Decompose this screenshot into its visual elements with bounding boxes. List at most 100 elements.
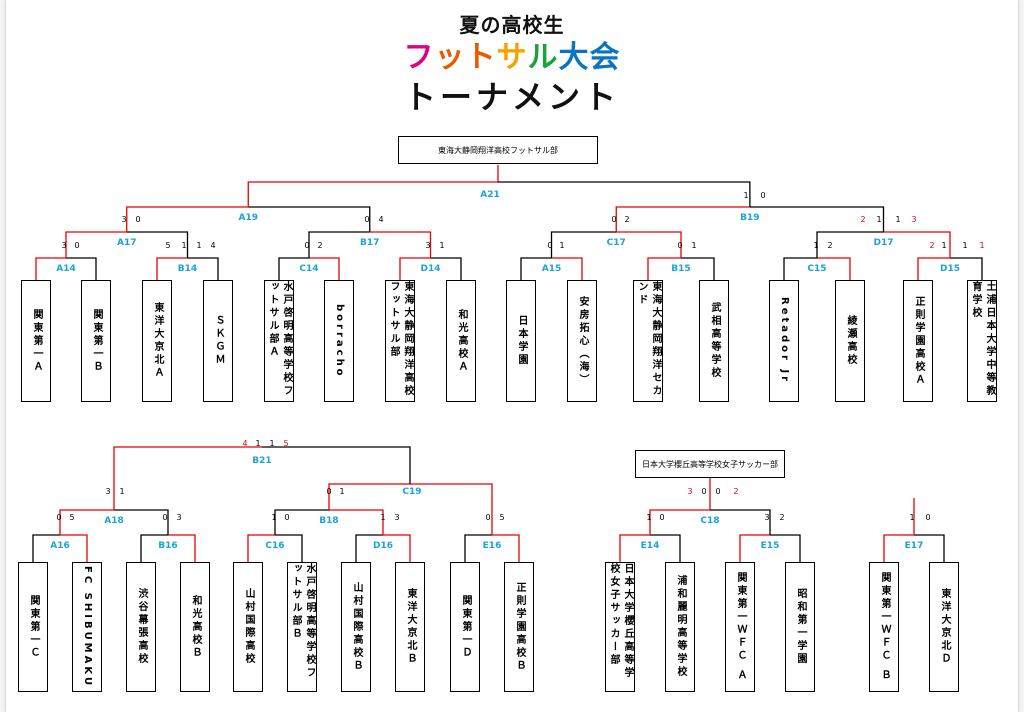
match-label: A14	[56, 264, 76, 274]
score: 1	[439, 241, 444, 250]
score: 1	[962, 241, 967, 250]
score: 0	[56, 513, 61, 522]
match-label: E17	[905, 541, 924, 551]
score: 1	[255, 439, 260, 448]
team-name: 土浦日本大学中等教育学校	[970, 281, 995, 398]
score: 2	[317, 241, 322, 250]
score: 1	[743, 191, 748, 200]
score: 1	[339, 487, 344, 496]
score: 2	[827, 241, 832, 250]
bracket-line	[710, 509, 771, 535]
match-label: C16	[265, 541, 284, 551]
score: 1	[895, 215, 900, 224]
bracket-line	[681, 257, 715, 280]
bracket-line	[883, 534, 914, 562]
team-name: 正則学園高校Ｂ	[514, 581, 525, 673]
score: 1	[559, 241, 564, 250]
score: 0	[701, 487, 706, 496]
bracket-line	[520, 257, 552, 280]
title-char: ッ	[434, 40, 466, 75]
match-label: B14	[178, 264, 197, 274]
score: 1	[813, 241, 818, 250]
bracket-line	[647, 257, 681, 280]
bracket-line	[278, 257, 309, 280]
score: 4	[210, 241, 215, 250]
bracket-line	[156, 257, 188, 280]
score: 3	[425, 241, 430, 250]
team-box: 山村国際高校Ｂ	[341, 562, 371, 692]
bracket-line	[140, 534, 168, 562]
score: 5	[499, 513, 504, 522]
page-title: トーナメント	[403, 78, 620, 116]
team-box: FC SHIBUMAKU	[72, 562, 102, 692]
score: 3	[764, 513, 769, 522]
bracket-line	[619, 534, 650, 562]
bracket-line	[126, 231, 189, 258]
score: 0	[364, 215, 369, 224]
bracket-line	[883, 231, 951, 258]
score: 1	[196, 241, 201, 250]
title-char: 大	[558, 40, 590, 75]
team-box: 関東第一ＷＦＣ Ｂ	[869, 562, 899, 692]
team-name: 東海大静岡翔洋高校フットサル部	[438, 145, 558, 155]
bracket-line	[410, 483, 493, 535]
score: 1	[269, 439, 274, 448]
score: 0	[547, 241, 552, 250]
team-name: 東洋大京北Ｄ	[939, 588, 950, 666]
team-name: 和光高校Ｂ	[190, 594, 201, 660]
bracket-line	[60, 534, 88, 562]
bracket-line	[616, 231, 682, 258]
bracket-line	[817, 257, 851, 280]
match-label: A15	[542, 264, 562, 274]
bracket-line	[550, 231, 617, 258]
team-box: 日本大学櫻丘高等学校女子サッカー部	[605, 562, 635, 692]
team-name: 関東第一ＷＦＣ Ａ	[735, 571, 746, 683]
score: 3	[61, 241, 66, 250]
bracket-line	[247, 165, 499, 207]
team-name: 安房拓心（海）	[577, 295, 588, 387]
match-label: E14	[641, 541, 660, 551]
team-box: borracho	[324, 280, 354, 402]
match-label: C18	[700, 516, 719, 526]
team-box: 浦和麗明高等学校	[665, 562, 695, 692]
event-subtitle: 夏の高校生	[459, 13, 565, 37]
team-name: 日本学園	[516, 315, 527, 367]
team-name: 関東第一Ｃ	[28, 594, 39, 660]
score: 4	[378, 215, 383, 224]
bracket-line	[66, 257, 97, 280]
team-name: 関東第一Ａ	[31, 308, 42, 374]
bracket-line	[649, 478, 711, 535]
match-label: C19	[402, 487, 421, 497]
bracket-line	[275, 534, 303, 562]
team-box: 土浦日本大学中等教育学校	[967, 280, 997, 402]
score: 0	[135, 215, 140, 224]
match-label: D14	[421, 264, 441, 274]
score: 1	[909, 513, 914, 522]
score: 0	[760, 191, 765, 200]
match-label: C14	[299, 264, 318, 274]
team-name: 日本大学櫻丘高等学校女子サッカー部	[608, 563, 633, 680]
pk-score: 4	[242, 439, 247, 448]
pk-score: 3	[687, 487, 692, 496]
bracket-line	[65, 231, 127, 258]
score: 0	[326, 487, 331, 496]
bracket-line	[615, 206, 750, 232]
score: 5	[165, 241, 170, 250]
score: 5	[69, 513, 74, 522]
score: 2	[779, 513, 784, 522]
bracket-line	[783, 257, 817, 280]
bracket-line	[739, 534, 770, 562]
score: 3	[176, 513, 181, 522]
bracket-line	[35, 257, 66, 280]
bracket-line	[247, 534, 275, 562]
match-label: B15	[671, 264, 690, 274]
score: 0	[74, 241, 79, 250]
match-label: E15	[761, 541, 780, 551]
match-label: B16	[158, 541, 177, 551]
team-box: 関東第一Ｄ	[450, 562, 480, 692]
team-name: 東洋大京北Ａ	[152, 302, 163, 380]
bracket-line	[914, 534, 945, 562]
match-label: D17	[874, 238, 894, 248]
match-label: D16	[373, 541, 393, 551]
team-box: 日本学園	[506, 280, 536, 402]
